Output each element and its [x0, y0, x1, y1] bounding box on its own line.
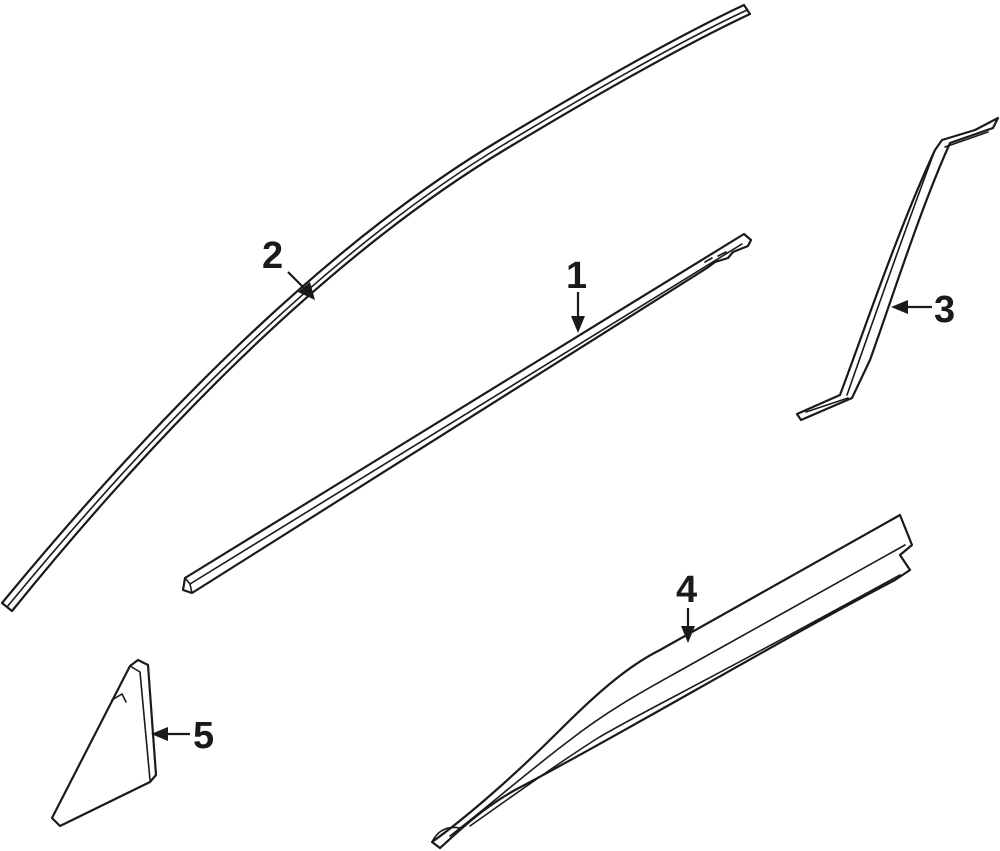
part-2-roof-molding[interactable]: [0, 3, 752, 613]
callout-arrow-3: [891, 300, 932, 314]
callout-label-3: 3: [934, 289, 955, 331]
callout-arrow-5: [151, 727, 190, 741]
part-5-corner-applique[interactable]: [50, 658, 158, 828]
callout-label-1: 1: [566, 255, 587, 297]
part-1-belt-molding[interactable]: [181, 232, 753, 595]
part-4-door-molding[interactable]: [430, 513, 914, 850]
callout-label-5: 5: [193, 715, 214, 757]
callout-label-4: 4: [676, 569, 697, 611]
callout-label-2: 2: [262, 235, 283, 277]
callout-arrow-2: [287, 271, 315, 300]
part-3-pillar-applique[interactable]: [795, 116, 1000, 422]
callout-arrow-4: [681, 608, 695, 643]
callout-arrow-1: [571, 292, 585, 333]
